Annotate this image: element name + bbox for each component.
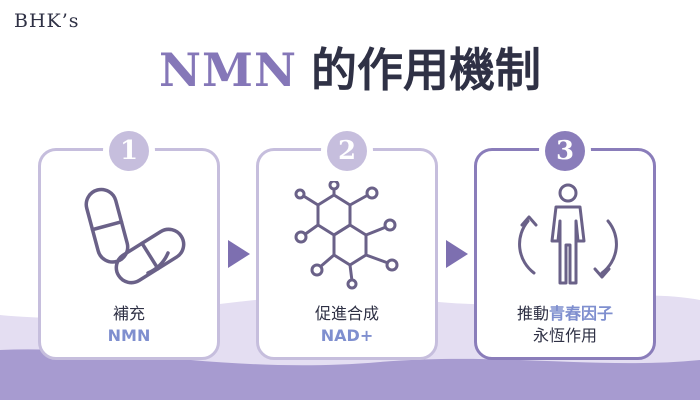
molecule-icon xyxy=(294,181,399,290)
step-label-highlight: 青春因子 xyxy=(549,304,614,323)
step-number-badge: 1 xyxy=(109,131,149,171)
arrow-right-icon xyxy=(228,240,250,268)
step-label: 補充 xyxy=(112,304,145,323)
step-label-highlight: NMN xyxy=(107,326,151,345)
step-number-badge: 3 xyxy=(545,131,585,171)
step-card-1: 1 補充 NMN xyxy=(38,131,220,360)
arrow-right-icon xyxy=(446,240,468,268)
brand-logo: BHK’s xyxy=(14,10,80,32)
title-nmn: NMN xyxy=(158,43,297,97)
title-mechanism: 的作用機制 xyxy=(311,43,541,97)
page-title: NMN 的作用機制 xyxy=(0,40,700,100)
step-label-prefix: 推動 xyxy=(516,304,549,323)
step-label: 推動青春因子 xyxy=(477,303,653,325)
step-number-badge: 2 xyxy=(327,131,367,171)
capsule-pills-icon xyxy=(84,187,186,285)
step-label: 永恆作用 xyxy=(532,326,597,345)
person-rotation-icon xyxy=(518,183,618,285)
step-label-highlight: NAD+ xyxy=(320,326,374,345)
step-card-3: 3 推動青春因子 永恆作用 xyxy=(474,131,656,360)
step-label: 促進合成 xyxy=(314,304,379,323)
step-card-2: 2 促進合成 NAD+ xyxy=(256,131,438,360)
